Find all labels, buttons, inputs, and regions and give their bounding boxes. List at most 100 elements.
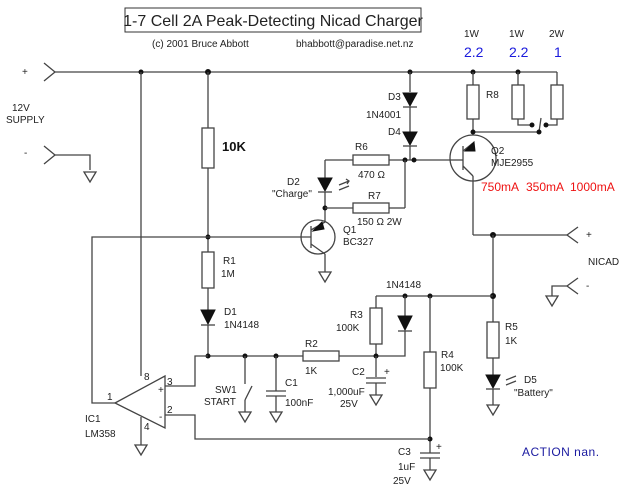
sw1-start-switch[interactable]	[244, 385, 253, 401]
resistor-r8	[466, 84, 480, 120]
diode-d4-icon	[402, 131, 418, 147]
d5-label: D5	[524, 375, 537, 386]
ground-icon	[368, 394, 384, 407]
d1-part: 1N4148	[224, 320, 259, 331]
c1-value: 100nF	[285, 398, 313, 409]
ohm-label-2: 2.2	[509, 44, 529, 60]
r4-label: R4	[441, 350, 454, 361]
c3-label: C3	[398, 447, 411, 458]
supply-plus-terminal-icon	[43, 62, 57, 82]
d4-label: D4	[388, 127, 401, 138]
junction-dot	[470, 129, 476, 135]
q1-collector	[310, 243, 326, 255]
q1-part: BC327	[343, 237, 374, 248]
switch-contact	[529, 122, 535, 128]
pin4-label: 4	[144, 422, 150, 433]
resistor-r8c	[550, 84, 564, 120]
diode-d1-icon	[200, 309, 216, 326]
junction-dot	[536, 129, 542, 135]
watt-label-2: 1W	[509, 29, 525, 40]
r-10k-value: 10K	[222, 139, 246, 154]
resistor-r8b	[511, 84, 525, 120]
ic1-plus-sign: +	[158, 385, 164, 396]
ground-icon	[82, 171, 98, 184]
c3-plus: +	[436, 442, 442, 453]
q2-collector	[462, 165, 474, 177]
light-emission-icon	[338, 178, 350, 191]
led-d2-icon	[317, 177, 333, 193]
c2-label: C2	[352, 367, 365, 378]
supply-label-1: 12V	[12, 103, 30, 114]
supply-minus-terminal-icon	[43, 145, 57, 165]
r4-value: 100K	[440, 363, 464, 374]
junction-dot	[411, 157, 417, 163]
resistor-10k	[201, 127, 215, 169]
d3-d4-part: 1N4001	[366, 110, 401, 121]
opamp-ic1	[113, 374, 166, 430]
light-emission-icon	[505, 375, 517, 386]
pin2-label: 2	[167, 405, 173, 416]
wire	[91, 236, 208, 404]
ground-icon	[544, 295, 560, 308]
email: bhabbott@paradise.net.nz	[296, 39, 413, 50]
d6-part: 1N4148	[386, 280, 421, 291]
nicad-plus-terminal-icon	[565, 226, 579, 244]
nicad-label: NICAD	[588, 257, 619, 268]
diode-d3-icon	[402, 92, 418, 108]
q1-arrow-icon	[311, 221, 325, 232]
d1-label: D1	[224, 307, 237, 318]
q1-label: Q1	[343, 225, 357, 236]
resistor-r1	[201, 251, 215, 289]
nicad-minus: -	[586, 281, 589, 292]
nicad-minus-terminal-icon	[565, 277, 579, 295]
r2-value: 1K	[305, 366, 318, 377]
ground-icon	[485, 404, 501, 417]
resistor-r4	[423, 351, 437, 389]
sw1-desc: START	[204, 397, 236, 408]
author: (c) 2001 Bruce Abbott	[152, 39, 249, 50]
wire	[165, 355, 208, 387]
sw1-label: SW1	[215, 385, 237, 396]
current-350: 350mA	[526, 180, 564, 194]
current-750: 750mA	[481, 180, 519, 194]
ohm-label-1: 2.2	[464, 44, 484, 60]
c2-value: 1,000uF	[328, 387, 365, 398]
q2-label: Q2	[491, 146, 505, 157]
supply-label-2: SUPPLY	[6, 115, 45, 126]
ic1-part: LM358	[85, 429, 116, 440]
r7-label: R7	[368, 191, 381, 202]
wire	[165, 414, 430, 440]
nicad-plus: +	[586, 230, 592, 241]
r7-value: 150 Ω 2W	[357, 217, 402, 228]
ground-icon	[422, 469, 438, 482]
c3-voltage: 25V	[393, 476, 411, 487]
ground-icon	[317, 271, 333, 284]
footer-action: ACTION nan.	[522, 445, 600, 459]
resistor-r2	[302, 350, 340, 362]
r6-label: R6	[355, 142, 368, 153]
pin1-label: 1	[107, 392, 113, 403]
resistor-r6	[352, 154, 390, 166]
ic1-minus-sign: -	[159, 412, 162, 423]
watt-label-1: 1W	[464, 29, 480, 40]
diode-1n4148-icon	[397, 315, 413, 332]
c2-voltage: 25V	[340, 399, 358, 410]
supply-minus: -	[24, 148, 27, 159]
ground-icon	[237, 411, 253, 424]
r5-value: 1K	[505, 336, 518, 347]
d5-desc: "Battery"	[514, 388, 553, 399]
r1-label: R1	[223, 256, 236, 267]
ic1-label: IC1	[85, 414, 101, 425]
supply-plus: +	[22, 67, 28, 78]
r3-value: 100K	[336, 323, 360, 334]
transistor-q2	[449, 134, 497, 182]
c1-label: C1	[285, 378, 298, 389]
d3-label: D3	[388, 92, 401, 103]
r2-label: R2	[305, 339, 318, 350]
current-1000: 1000mA	[570, 180, 615, 194]
r5-label: R5	[505, 322, 518, 333]
wire	[55, 154, 91, 170]
d2-desc: "Charge"	[272, 189, 312, 200]
wire	[517, 119, 532, 126]
q2-part: MJE2955	[491, 158, 534, 169]
